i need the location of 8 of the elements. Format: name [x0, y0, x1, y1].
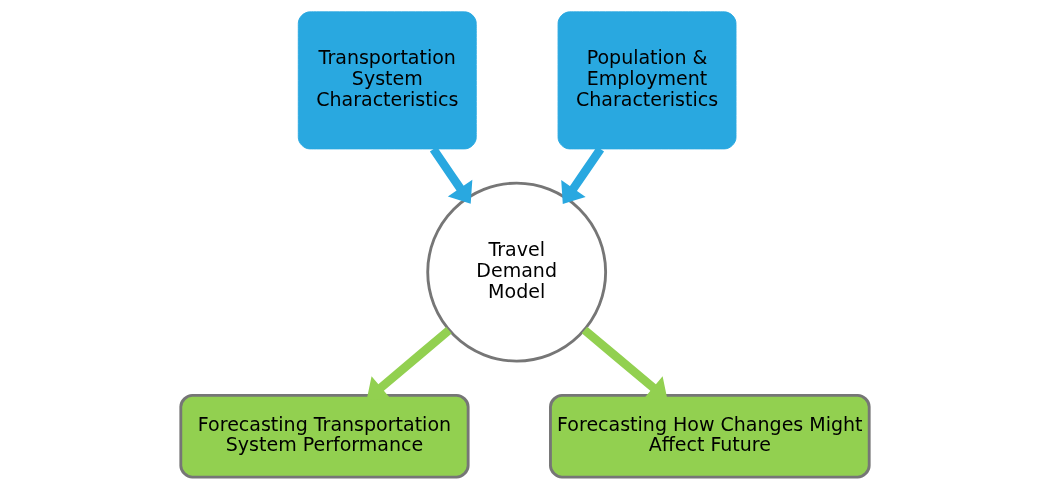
arrow [429, 146, 472, 204]
node-box: Transportation System Characteristics [297, 11, 477, 150]
arrow [581, 326, 667, 400]
arrow [366, 326, 452, 400]
node-box: Forecasting How Changes Might Affect Future [548, 393, 871, 479]
node-box: Population & Employment Characteristics [557, 11, 736, 150]
arrow [560, 146, 604, 204]
node-box: Forecasting Transportation System Performance [178, 393, 470, 479]
